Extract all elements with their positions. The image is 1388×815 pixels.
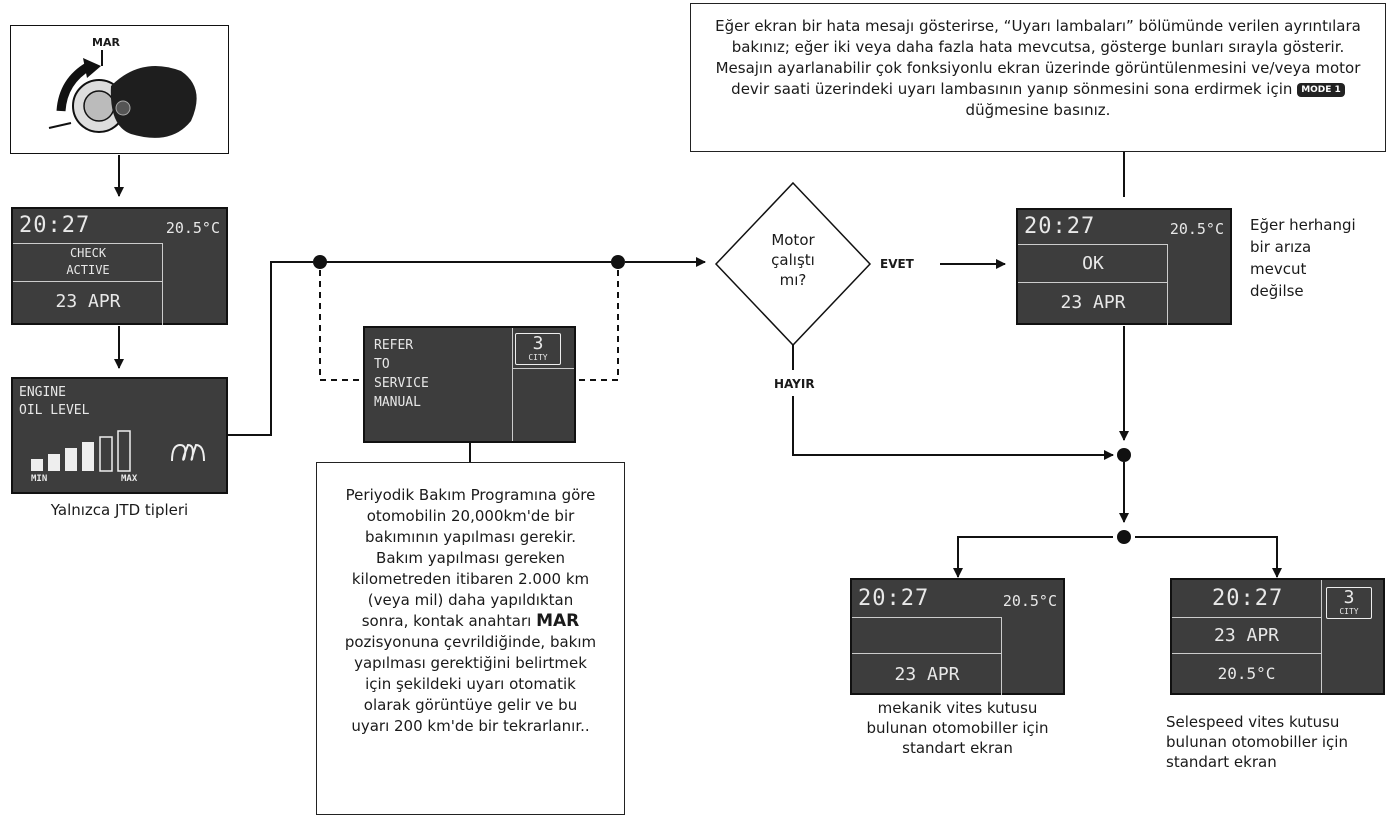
service-info-text: Periyodik Bakım Programına göre otomobil…	[345, 486, 596, 630]
gear-mode: CITY	[1339, 607, 1359, 616]
outside-temp: 20.5°C	[165, 219, 220, 237]
error-info-text-end: düğmesine basınız.	[965, 101, 1111, 119]
oil-level-bars	[31, 430, 131, 472]
date: 23 APR	[55, 291, 121, 312]
no-fault-note: Eğer herhangi bir arıza mevcut değilse	[1250, 216, 1356, 300]
display-manual-gearbox: 20:27 20.5°C 23 APR	[850, 578, 1065, 695]
key-position-label: MAR	[92, 36, 120, 49]
error-info-text: Eğer ekran bir hata mesajı gösterirse, “…	[715, 17, 1361, 98]
ignition-key-icon	[48, 50, 197, 138]
oil-line-2: OIL LEVEL	[19, 403, 90, 418]
caption-manual: mekanik vites kutusu bulunan otomobiller…	[866, 699, 1049, 757]
gear-indicator: 3 CITY	[1326, 587, 1372, 619]
gear-indicator: 3 CITY	[515, 333, 561, 365]
display-check-active: 20:27 20.5°C CHECK ACTIVE 23 APR	[11, 207, 228, 325]
date: 23 APR	[894, 664, 960, 685]
clock-time: 20:27	[1212, 586, 1284, 611]
outside-temp: 20.5°C	[1002, 592, 1057, 610]
no-label: HAYIR	[770, 377, 819, 391]
caption-selespeed: Selespeed vites kutusu bulunan otomobill…	[1166, 713, 1348, 771]
service-line-1: REFER	[374, 338, 414, 353]
gear-number: 3	[1343, 587, 1355, 608]
service-line-2: TO	[374, 357, 390, 372]
display-service-manual: REFER TO SERVICE MANUAL 3 CITY	[363, 326, 576, 443]
clock-time: 20:27	[858, 586, 930, 611]
display-ok: 20:27 20.5°C OK 23 APR	[1016, 208, 1232, 325]
date: 23 APR	[1213, 625, 1280, 646]
gear-mode: CITY	[528, 353, 548, 362]
date: 23 APR	[1060, 292, 1126, 313]
oil-line-1: ENGINE	[19, 385, 66, 400]
status-ok: OK	[1082, 253, 1104, 274]
service-line-4: MANUAL	[374, 395, 421, 410]
clock-time: 20:27	[19, 213, 91, 238]
decision-line-3: mı?	[779, 271, 807, 289]
service-info-text-end: pozisyonuna çevrildiğinde, bakım yapılma…	[344, 633, 597, 735]
outside-temp: 20.5°C	[1217, 664, 1276, 683]
decision-line-2: çalıştı	[771, 251, 815, 269]
check-line-2: ACTIVE	[66, 263, 110, 277]
glow-plug-icon	[171, 443, 205, 462]
oil-min-label: MIN	[31, 474, 48, 484]
service-info-bold: MAR	[536, 611, 580, 631]
mode1-button-icon: MODE 1	[1297, 82, 1345, 97]
error-info-box: Eğer ekran bir hata mesajı gösterirse, “…	[690, 3, 1386, 152]
service-info-box: Periyodik Bakım Programına göre otomobil…	[316, 462, 625, 815]
display-selespeed: 20:27 23 APR 20.5°C 3 CITY	[1170, 578, 1385, 695]
clock-time: 20:27	[1024, 214, 1096, 239]
oil-max-label: MAX	[121, 474, 138, 484]
check-line-1: CHECK	[69, 246, 107, 260]
outside-temp: 20.5°C	[1169, 220, 1224, 238]
service-line-3: SERVICE	[374, 376, 429, 391]
ignition-key-panel: MAR	[10, 25, 229, 154]
decision-line-1: Motor	[771, 231, 815, 249]
gear-number: 3	[532, 333, 544, 354]
caption-jtd: Yalnızca JTD tipleri	[50, 501, 189, 519]
yes-label: EVET	[876, 257, 918, 271]
display-oil-level: ENGINE OIL LEVEL MIN MAX	[11, 377, 228, 494]
